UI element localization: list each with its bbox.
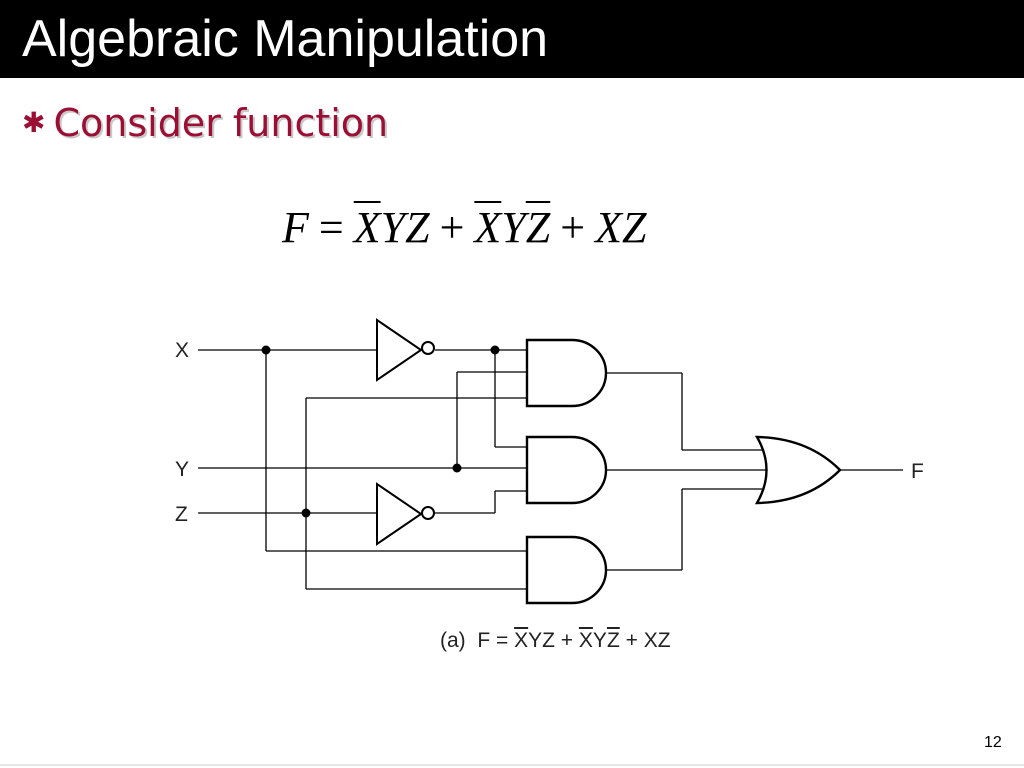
equation-equals: = [318, 203, 344, 252]
junction-z [301, 508, 311, 518]
equation-term1-rest: YZ [380, 203, 430, 252]
not-gate-x-bubble [421, 341, 435, 355]
equation-plus-2: + [560, 203, 586, 252]
equation-term2-x-bar: X [474, 203, 502, 252]
diagram-caption: (a) F = XYZ + XYZ + XZ [440, 626, 671, 656]
caption-prefix: (a) F = [440, 629, 515, 652]
and-gate-3 [525, 535, 608, 605]
page-number: 12 [984, 734, 1002, 751]
equation-lhs: F [282, 203, 309, 252]
bullet-row: ✱ Consider function [22, 98, 388, 148]
caption-plus-1: + [554, 629, 579, 652]
or-gate [754, 435, 842, 505]
equation-plus-1: + [439, 203, 465, 252]
footer-divider [0, 764, 1024, 766]
output-label-f: F [911, 460, 924, 483]
junction-y [452, 463, 462, 473]
equation-term1-x-bar: X [353, 203, 381, 252]
not-gate-z [376, 482, 423, 546]
not-gate-z-bubble [421, 506, 435, 520]
bullet-text: Consider function [53, 101, 389, 145]
caption-t2-x-bar: X [578, 629, 593, 652]
logic-circuit-diagram: X Y Z F [175, 318, 924, 605]
boolean-equation: F=XYZ+XYZ+XZ [282, 198, 646, 258]
title-bar: Algebraic Manipulation [0, 0, 1024, 78]
caption-t1-rest: YZ [528, 629, 555, 652]
input-label-x: X [175, 339, 189, 362]
equation-term2-z-bar: Z [525, 203, 551, 252]
caption-t2-z-bar: Z [606, 629, 620, 652]
and-gate-2 [525, 435, 608, 505]
equation-term3: XZ [595, 203, 647, 252]
asterisk-bullet-icon: ✱ [22, 106, 46, 139]
caption-t2-y: Y [592, 629, 607, 652]
junction-x [261, 345, 271, 355]
equation-term2-y: Y [501, 203, 526, 252]
and-gate-1 [525, 338, 608, 408]
input-label-y: Y [175, 458, 189, 481]
caption-t1-bar: X [514, 629, 529, 652]
slide-title: Algebraic Manipulation [22, 10, 549, 68]
junction-notx [490, 345, 500, 355]
caption-plus-2: + [619, 629, 644, 652]
input-label-z: Z [175, 503, 188, 526]
caption-t3: XZ [643, 629, 671, 652]
not-gate-x [376, 318, 423, 382]
